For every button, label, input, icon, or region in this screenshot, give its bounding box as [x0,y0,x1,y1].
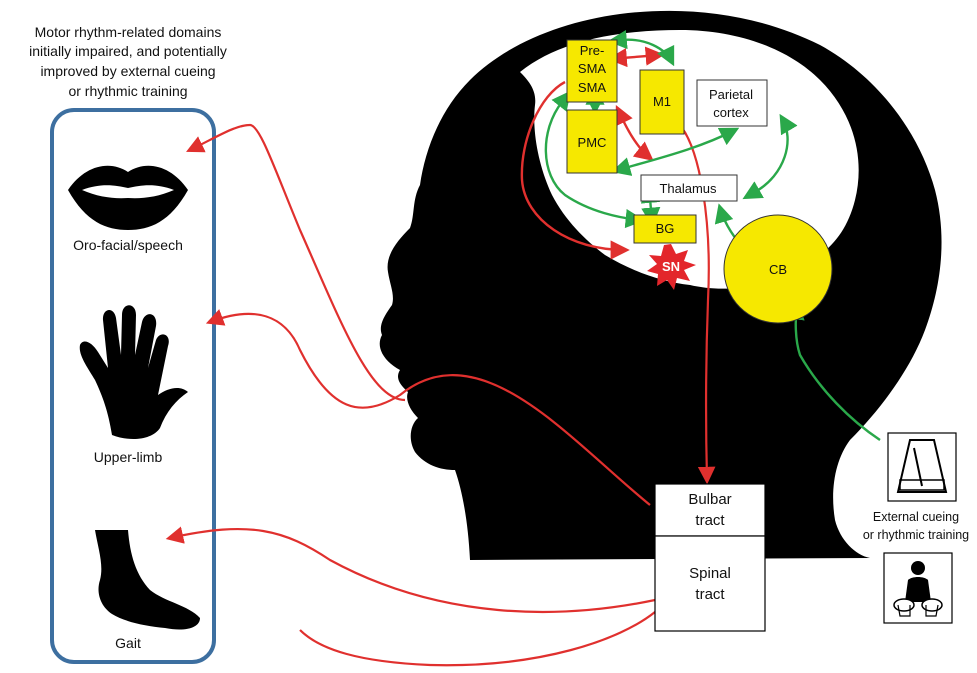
svg-text:External cueing: External cueing [873,510,959,524]
upperlimb-label: Upper-limb [94,449,163,465]
red-loop-bg-presma [520,80,630,260]
hand-icon [79,305,188,440]
pmc-box: PMC [566,109,618,174]
svg-text:or rhythmic training: or rhythmic training [863,528,969,542]
bg-box: BG [633,214,697,244]
svg-text:or rhythmic training: or rhythmic training [68,83,187,99]
svg-text:cortex: cortex [713,105,749,120]
lips-icon [68,165,188,230]
orofacial-label: Oro-facial/speech [73,237,183,253]
green-pmc-parietal [611,127,740,176]
domains-panel [50,108,216,664]
svg-text:improved by external cueing: improved by external cueing [40,63,215,79]
metronome-icon [887,432,957,502]
sn-burst: SN [647,244,696,290]
green-cueing-cb [785,300,881,441]
green-loop-bg [544,90,645,229]
svg-text:SMA: SMA [578,80,607,95]
svg-text:Spinal: Spinal [689,565,731,582]
cueing-label: External cueing or rhythmic training [863,510,969,542]
drummer-icon [883,552,953,624]
svg-text:Bulbar: Bulbar [688,491,731,508]
svg-text:tract: tract [695,512,725,529]
bulbar-tract-box: Bulbar tract [654,483,766,537]
gait-label: Gait [115,635,141,651]
green-thalamus-parietal [742,113,798,200]
arrow-to-gait-lower [299,611,656,667]
green-presma-m1 [607,30,675,67]
svg-text:Parietal: Parietal [709,87,753,102]
header-text: Motor rhythm-related domains initially i… [29,24,227,99]
arrow-to-orofacial [186,123,406,402]
svg-text:Motor rhythm-related domains: Motor rhythm-related domains [35,24,222,40]
cb-circle: CB [723,214,833,324]
svg-text:Pre-: Pre- [580,43,605,58]
svg-text:M1: M1 [653,94,671,109]
arrow-to-gait [165,526,656,614]
svg-text:BG: BG [656,221,675,236]
svg-text:tract: tract [695,586,725,603]
spinal-tract-box: Spinal tract [654,535,766,632]
svg-text:CB: CB [769,262,787,277]
svg-text:PMC: PMC [578,135,607,150]
svg-text:initially impaired, and potent: initially impaired, and potentially [29,43,227,59]
svg-text:SMA: SMA [578,61,607,76]
foot-icon [95,530,200,630]
m1-box: M1 [639,69,685,135]
parietal-box: Parietal cortex [696,79,768,127]
svg-text:SN: SN [662,259,680,274]
svg-text:Thalamus: Thalamus [659,181,717,196]
thalamus-box: Thalamus [640,174,738,202]
presma-sma-box: Pre- SMA SMA [566,39,618,103]
arrow-to-upperlimb [205,309,651,506]
